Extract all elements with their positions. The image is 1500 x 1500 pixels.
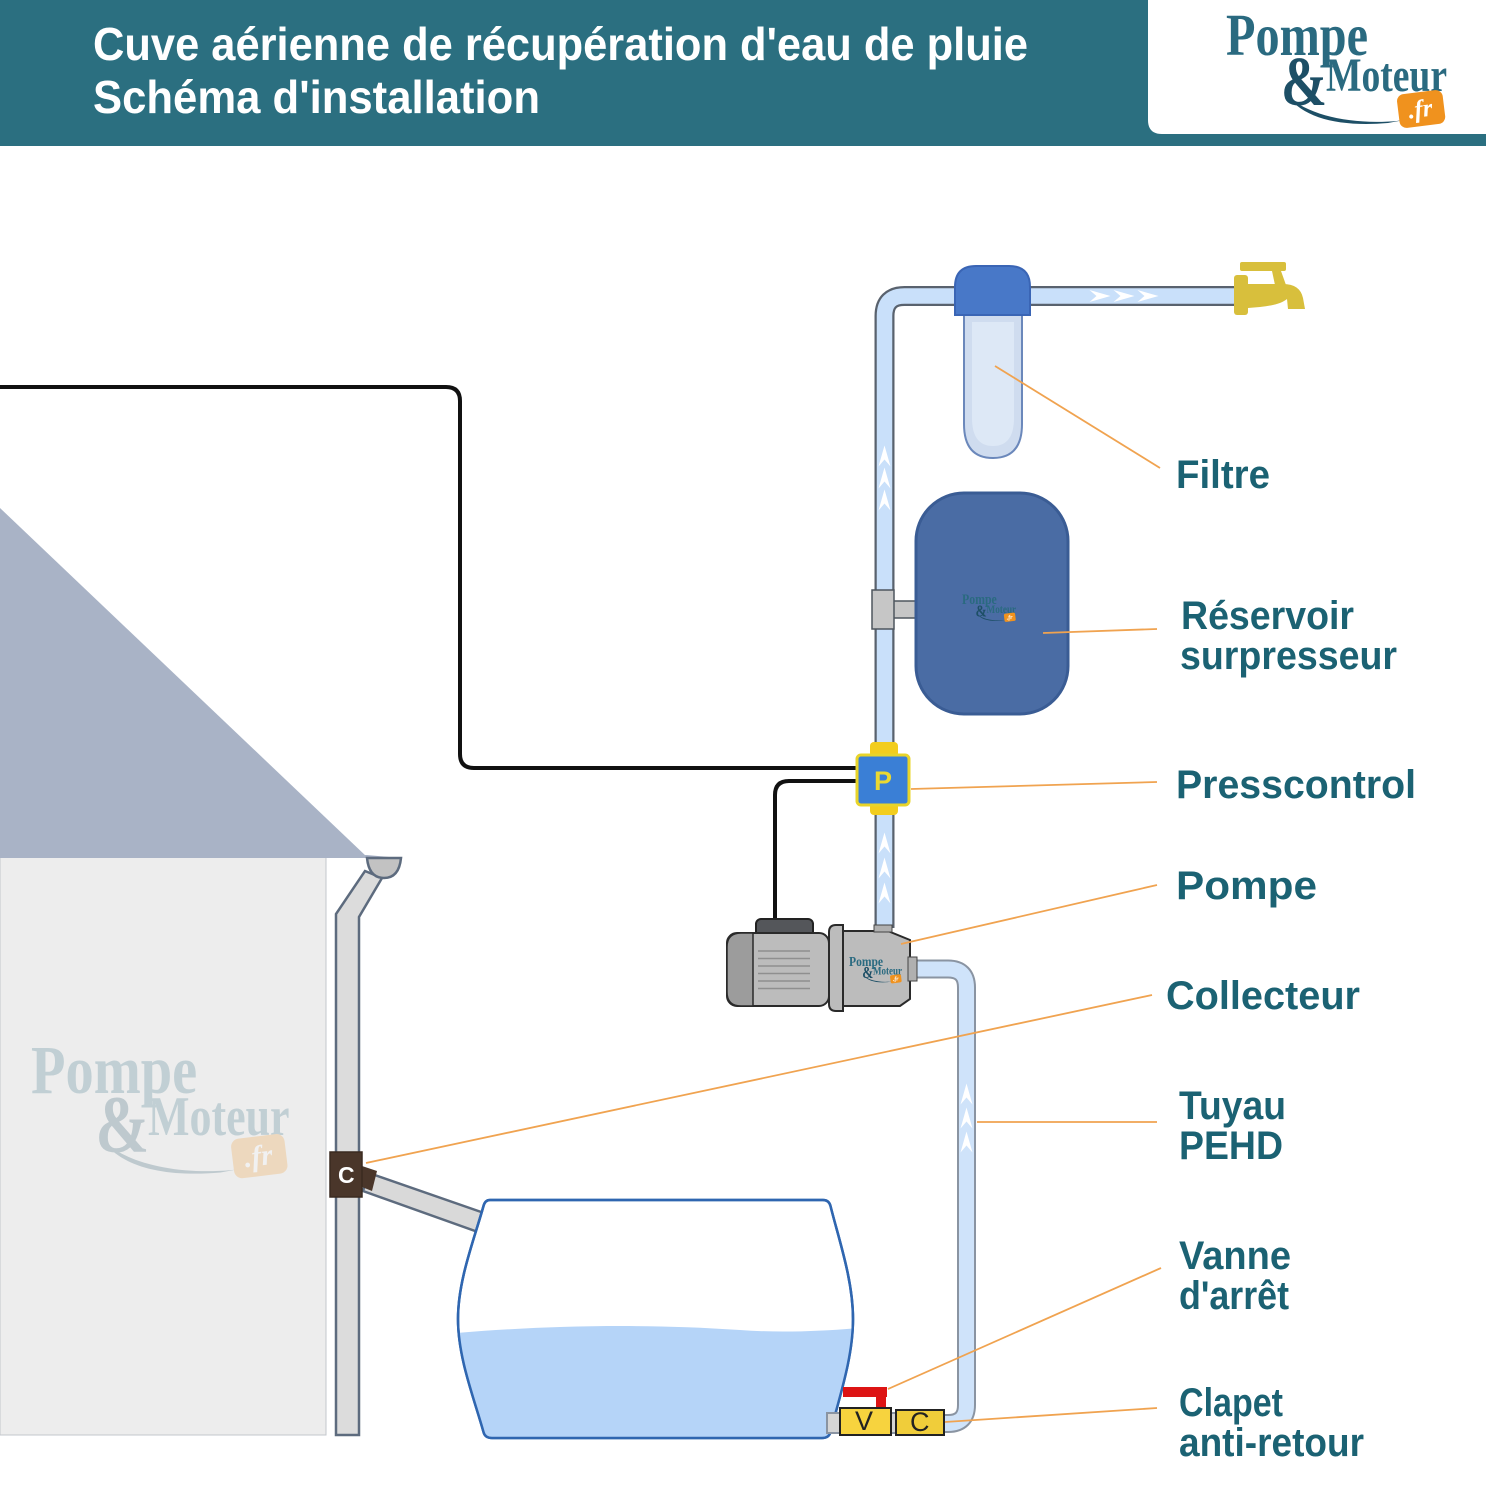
svg-text:PEHD: PEHD — [1179, 1124, 1283, 1168]
svg-text:V: V — [855, 1406, 873, 1436]
svg-text:Collecteur: Collecteur — [1166, 974, 1360, 1018]
svg-text:d'arrêt: d'arrêt — [1179, 1274, 1289, 1318]
svg-text:surpresseur: surpresseur — [1180, 634, 1397, 678]
svg-text:Vanne: Vanne — [1179, 1234, 1291, 1278]
svg-text:anti-retour: anti-retour — [1179, 1421, 1364, 1465]
svg-text:Schéma d'installation: Schéma d'installation — [93, 71, 540, 123]
svg-text:Filtre: Filtre — [1176, 453, 1270, 497]
svg-text:Pompe: Pompe — [1176, 864, 1317, 908]
svg-text:Presscontrol: Presscontrol — [1176, 763, 1416, 807]
svg-text:C: C — [910, 1407, 930, 1437]
svg-text:Réservoir: Réservoir — [1181, 594, 1354, 638]
svg-text:Tuyau: Tuyau — [1179, 1084, 1286, 1128]
svg-text:Clapet: Clapet — [1179, 1381, 1283, 1425]
svg-text:C: C — [338, 1162, 355, 1188]
svg-text:P: P — [874, 766, 892, 796]
svg-text:Cuve aérienne de récupération: Cuve aérienne de récupération d'eau de p… — [93, 18, 1028, 70]
